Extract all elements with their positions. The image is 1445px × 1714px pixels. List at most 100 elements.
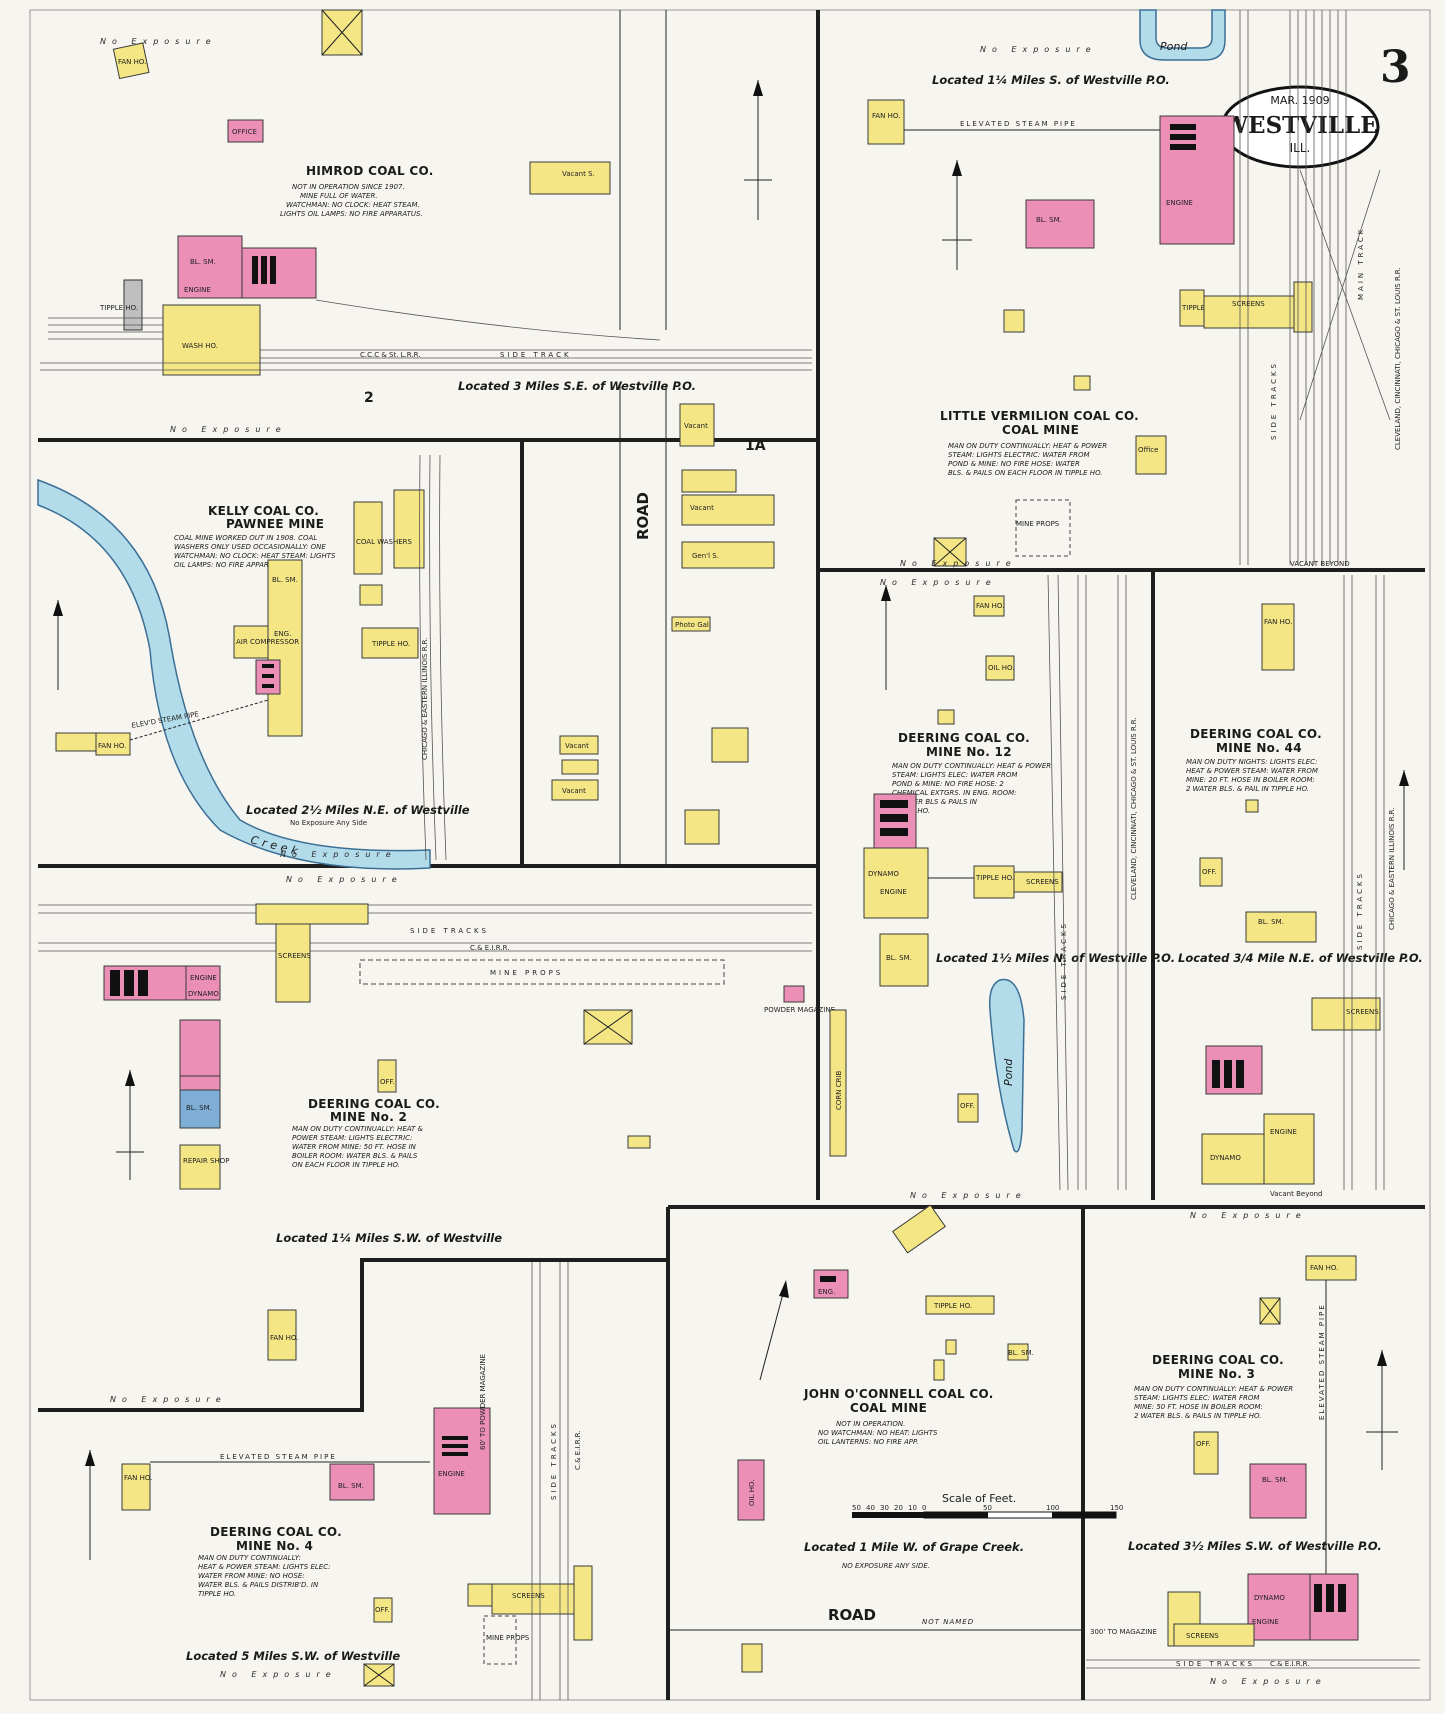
exposure-label: No Exposure xyxy=(100,37,217,46)
building-label: SCREENS xyxy=(1346,1008,1379,1016)
shed xyxy=(933,1359,945,1381)
shed xyxy=(945,1339,957,1355)
mine-note-line: 2 WATER BLS. & PAILS IN TIPPLE HO. xyxy=(1134,1412,1261,1420)
pipe-label: ELEVATED STEAM PIPE xyxy=(220,1453,337,1461)
building-label: OFF. xyxy=(1202,868,1217,876)
deering-4-section: FAN HO. No Exposure FAN HO. ELEVATED STE… xyxy=(85,1262,593,1700)
shed xyxy=(741,1643,763,1673)
fan-house xyxy=(95,732,131,756)
exposure-label: No Exposure xyxy=(980,45,1097,54)
vacant-building xyxy=(679,403,715,447)
scale-ticks: 50 40 30 20 10 0 50 100 150 xyxy=(852,1504,1123,1512)
himrod-section: No Exposure No Exposure FAN HO. OFFICE V… xyxy=(40,9,812,434)
track-label: SIDE TRACKS xyxy=(550,1421,558,1500)
scale-tick: 10 xyxy=(908,1504,917,1512)
mine-note-line: MAN ON DUTY CONTINUALLY: HEAT & POWER xyxy=(948,442,1107,450)
mine-note-line: MAN ON DUTY CONTINUALLY: HEAT & POWER xyxy=(1134,1385,1293,1393)
deering-12-section: No Exposure FAN HO. OIL HO. DEERING COAL… xyxy=(829,574,1175,1200)
pond-label: Pond xyxy=(1002,1058,1015,1086)
north-arrow-icon xyxy=(881,585,891,601)
tipple-house xyxy=(361,627,419,659)
area-label: MINE PROPS xyxy=(1016,520,1060,528)
mine-note-line: HEAT & POWER STEAM: WATER FROM xyxy=(1186,767,1318,775)
exposure-label: No Exposure xyxy=(220,1670,337,1679)
exposure-label: No Exposure Any Side xyxy=(290,819,367,827)
dwelling xyxy=(711,727,749,763)
brick-annex xyxy=(179,1075,221,1091)
mine-name: MINE No. 12 xyxy=(926,745,1012,759)
mine-location: Located 1 Mile W. of Grape Creek. xyxy=(804,1540,1024,1554)
road-block-section: ROAD 1A Vacant Vacant Gen'l S. Photo Gal… xyxy=(551,385,775,866)
office-building xyxy=(1199,857,1223,887)
engine-house xyxy=(177,235,243,299)
stone-boiler xyxy=(179,1089,221,1129)
bl-sm-house xyxy=(879,933,929,987)
scale-bar: Scale of Feet. 50 40 30 20 10 0 50 100 1… xyxy=(852,1492,1123,1519)
mine-note-line: NOT IN OPERATION. xyxy=(836,1420,905,1428)
north-arrow-icon xyxy=(1399,770,1409,786)
building-label: TIPPLE HO. xyxy=(975,874,1014,882)
map-date: MAR. 1909 xyxy=(1270,94,1329,107)
company-name: DEERING COAL CO. xyxy=(898,731,1030,745)
office-building xyxy=(1135,435,1167,475)
building-label: REPAIR SHOP xyxy=(183,1157,229,1165)
pond xyxy=(988,978,1025,1153)
building-label: ENG. xyxy=(818,1288,835,1296)
exposure-label: No Exposure xyxy=(910,1191,1027,1200)
coal-washer xyxy=(393,489,425,569)
mine-location: Located 2½ Miles N.E. of Westville xyxy=(246,803,470,817)
building-label: Vacant xyxy=(690,504,714,512)
bl-sm-house xyxy=(1245,911,1317,943)
railroad-name: CHICAGO & EASTERN ILLINOIS R.R. xyxy=(1388,808,1396,930)
building-label: BL. SM. xyxy=(886,954,912,962)
mine-note-line: POND & MINE: NO FIRE HOSE: 2 xyxy=(892,780,1004,788)
building-label: OFFICE xyxy=(232,128,257,136)
mine-note-line: WATER FROM MINE: 50 FT. HOSE IN xyxy=(292,1143,417,1151)
compressor-house xyxy=(233,625,269,659)
mine-note-line: NO WATCHMAN: NO HEAT: LIGHTS xyxy=(818,1429,938,1437)
building-label: OFF. xyxy=(375,1606,390,1614)
engine-house xyxy=(1263,1113,1315,1185)
scale-tick: 50 xyxy=(983,1504,992,1512)
building-label: BL. SM. xyxy=(1258,918,1284,926)
screens-house xyxy=(1013,871,1063,893)
tipple-house xyxy=(123,279,143,331)
sheet-header: 3 MAR. 1909 WESTVILLE ILL. xyxy=(1220,42,1411,169)
building-label: ENGINE xyxy=(184,286,211,294)
mine-note-line: LIGHTS OIL LAMPS: NO FIRE APPARATUS. xyxy=(280,210,423,218)
exposure-label: No Exposure xyxy=(170,425,287,434)
exposure-label: Vacant Beyond xyxy=(1270,1190,1323,1198)
boiler-house xyxy=(1249,1463,1307,1519)
scale-tick: 30 xyxy=(880,1504,889,1512)
engine-house xyxy=(185,965,221,1001)
wash-house xyxy=(162,304,261,376)
pond-label: Pond xyxy=(1160,40,1188,53)
fan-house xyxy=(1305,1255,1357,1281)
tipple-house xyxy=(925,1295,995,1315)
area-label: MINE PROPS xyxy=(486,1634,530,1642)
mine-note-line: HEAT & POWER STEAM: LIGHTS ELEC: xyxy=(198,1563,330,1571)
railroad-name: CHICAGO & EASTERN ILLINOIS R.R. xyxy=(421,638,429,760)
track-label: SIDE TRACKS xyxy=(1060,921,1068,1000)
mine-note-line: WATCHMAN: NO CLOCK: HEAT STEAM. xyxy=(286,201,420,209)
little-vermilion-section: Pond No Exposure Located 1¼ Miles S. of … xyxy=(867,9,1402,568)
north-arrow-icon xyxy=(85,1450,95,1466)
building-label: SCREENS xyxy=(1232,300,1265,308)
building-label: Vacant xyxy=(684,422,708,430)
building-label: FAN HO. xyxy=(976,602,1004,610)
building-label: ENGINE xyxy=(438,1470,465,1478)
scale-tick: 50 xyxy=(852,1504,861,1512)
area-label: MINE PROPS xyxy=(490,969,563,977)
dynamo-house xyxy=(1201,1133,1265,1185)
mine-note-line: OIL LANTERNS: NO FIRE APP. xyxy=(818,1438,919,1446)
scale-title: Scale of Feet. xyxy=(942,1492,1016,1505)
north-arrow-icon xyxy=(1377,1350,1387,1366)
screens-house xyxy=(491,1583,579,1615)
mine-note-line: MINE FULL OF WATER. xyxy=(300,192,378,200)
mine-location: Located 5 Miles S.W. of Westville xyxy=(186,1649,400,1663)
frame-building xyxy=(892,1204,946,1254)
building-label: OFF. xyxy=(960,1102,975,1110)
tipple-house xyxy=(1179,289,1205,327)
mine-note-line: WATER FROM MINE: NO HOSE: xyxy=(198,1572,305,1580)
